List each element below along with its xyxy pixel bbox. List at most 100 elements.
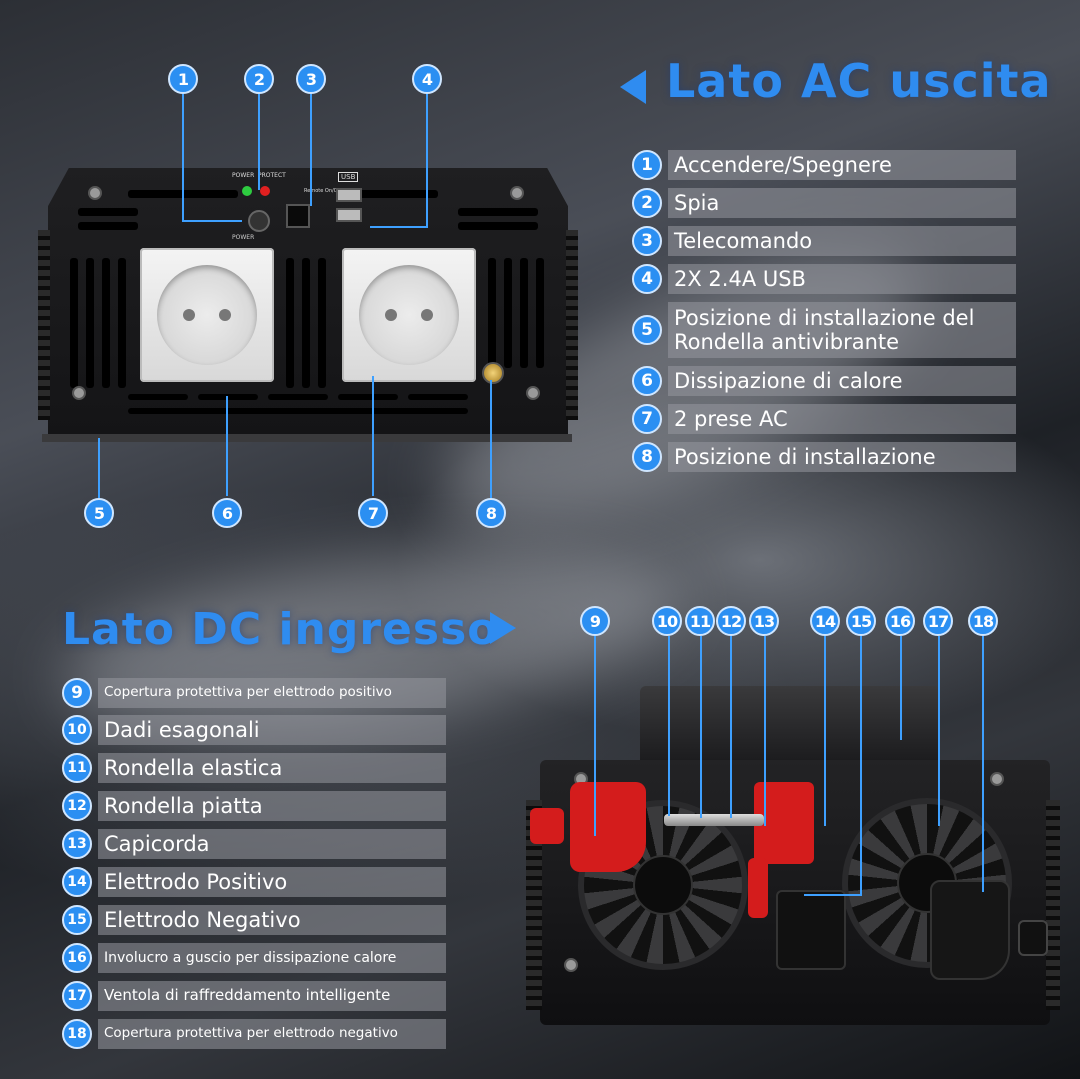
legend-label: 2X 2.4A USB — [668, 264, 1016, 294]
legend-number: 3 — [632, 226, 662, 256]
legend-item-3: 3 Telecomando — [632, 226, 1016, 256]
legend-number: 12 — [62, 791, 92, 821]
legend-number: 4 — [632, 264, 662, 294]
dc-top-housing — [640, 686, 940, 766]
legend-label: Dissipazione di calore — [668, 366, 1016, 396]
power-button[interactable] — [248, 210, 270, 232]
bolt-assembly — [664, 814, 764, 826]
heatsink-fins-right — [566, 230, 578, 420]
legend-item-16: 16 Involucro a guscio per dissipazione c… — [62, 943, 446, 973]
legend-number: 13 — [62, 829, 92, 859]
power-led — [242, 186, 252, 196]
power-button-label: POWER — [232, 234, 255, 241]
negative-terminal — [776, 890, 846, 970]
legend-label: Involucro a guscio per dissipazione calo… — [98, 943, 446, 973]
legend-number: 2 — [632, 188, 662, 218]
ac-socket-left — [140, 248, 274, 382]
side-knob — [1018, 920, 1048, 956]
callout-12: 12 — [716, 606, 746, 636]
legend-label: Copertura protettiva per elettrodo negat… — [98, 1019, 446, 1049]
legend-number: 1 — [632, 150, 662, 180]
legend-number: 16 — [62, 943, 92, 973]
usb-port-1[interactable] — [336, 188, 362, 202]
legend-item-6: 6 Dissipazione di calore — [632, 366, 1016, 396]
callout-1: 1 — [168, 64, 198, 94]
power-led-label: POWER — [232, 172, 255, 179]
positive-lead — [748, 858, 768, 918]
legend-label: 2 prese AC — [668, 404, 1016, 434]
callout-3: 3 — [296, 64, 326, 94]
legend-item-10: 10 Dadi esagonali — [62, 715, 446, 745]
callout-16: 16 — [885, 606, 915, 636]
legend-item-12: 12 Rondella piatta — [62, 791, 446, 821]
cooling-fan-left — [578, 800, 748, 970]
callout-10: 10 — [652, 606, 682, 636]
callout-9: 9 — [580, 606, 610, 636]
legend-item-8: 8 Posizione di installazione — [632, 442, 1016, 472]
legend-item-18: 18 Copertura protettiva per elettrodo ne… — [62, 1019, 446, 1049]
usb-label: USB — [338, 172, 359, 182]
legend-item-13: 13 Capicorda — [62, 829, 446, 859]
positive-terminal-cover — [570, 782, 646, 872]
callout-6: 6 — [212, 498, 242, 528]
callout-13: 13 — [749, 606, 779, 636]
legend-label: Posizione di installazione — [668, 442, 1016, 472]
legend-number: 5 — [632, 315, 662, 345]
ground-terminal — [482, 362, 504, 384]
ac-socket-right — [342, 248, 476, 382]
legend-label: Rondella piatta — [98, 791, 446, 821]
usb-port-2[interactable] — [336, 208, 362, 222]
dc-section-title: Lato DC ingresso — [62, 604, 499, 655]
legend-number: 9 — [62, 678, 92, 708]
protect-led-label: PROTECT — [258, 172, 286, 179]
legend-item-5: 5 Posizione di installazione del Rondell… — [632, 302, 1016, 358]
legend-number: 17 — [62, 981, 92, 1011]
positive-cap — [530, 808, 564, 844]
legend-item-11: 11 Rondella elastica — [62, 753, 446, 783]
legend-item-17: 17 Ventola di raffreddamento intelligent… — [62, 981, 446, 1011]
legend-number: 11 — [62, 753, 92, 783]
base-plate — [42, 434, 572, 442]
legend-label: Capicorda — [98, 829, 446, 859]
left-arrow-icon — [620, 70, 646, 104]
legend-number: 14 — [62, 867, 92, 897]
negative-terminal-cover — [930, 880, 1010, 980]
legend-label: Copertura protettiva per elettrodo posit… — [98, 678, 446, 708]
ac-panel: POWER PROTECT POWER Remote On/Off USB — [48, 168, 568, 440]
callout-7: 7 — [358, 498, 388, 528]
legend-number: 10 — [62, 715, 92, 745]
legend-item-4: 4 2X 2.4A USB — [632, 264, 1016, 294]
dc-fins-right — [1046, 800, 1060, 1010]
callout-2: 2 — [244, 64, 274, 94]
remote-label: Remote On/Off — [304, 188, 342, 194]
callout-4: 4 — [412, 64, 442, 94]
callout-11: 11 — [685, 606, 715, 636]
legend-item-2: 2 Spia — [632, 188, 1016, 218]
legend-label: Rondella elastica — [98, 753, 446, 783]
right-arrow-icon — [490, 612, 516, 644]
legend-item-14: 14 Elettrodo Positivo — [62, 867, 446, 897]
legend-item-7: 7 2 prese AC — [632, 404, 1016, 434]
legend-label: Ventola di raffreddamento intelligente — [98, 981, 446, 1011]
legend-item-9: 9 Copertura protettiva per elettrodo pos… — [62, 678, 446, 708]
ac-section-title: Lato AC uscita — [666, 54, 1052, 108]
legend-label: Accendere/Spegnere — [668, 150, 1016, 180]
legend-number: 15 — [62, 905, 92, 935]
callout-18: 18 — [968, 606, 998, 636]
legend-label: Dadi esagonali — [98, 715, 446, 745]
legend-item-15: 15 Elettrodo Negativo — [62, 905, 446, 935]
dc-fins-left — [526, 800, 542, 1010]
legend-number: 18 — [62, 1019, 92, 1049]
protect-led — [260, 186, 270, 196]
callout-17: 17 — [923, 606, 953, 636]
callout-14: 14 — [810, 606, 840, 636]
callout-8: 8 — [476, 498, 506, 528]
legend-item-1: 1 Accendere/Spegnere — [632, 150, 1016, 180]
heatsink-fins-left — [38, 230, 50, 420]
legend-label: Telecomando — [668, 226, 1016, 256]
callout-5: 5 — [84, 498, 114, 528]
legend-number: 7 — [632, 404, 662, 434]
legend-label: Elettrodo Positivo — [98, 867, 446, 897]
legend-number: 6 — [632, 366, 662, 396]
remote-port[interactable] — [286, 204, 310, 228]
